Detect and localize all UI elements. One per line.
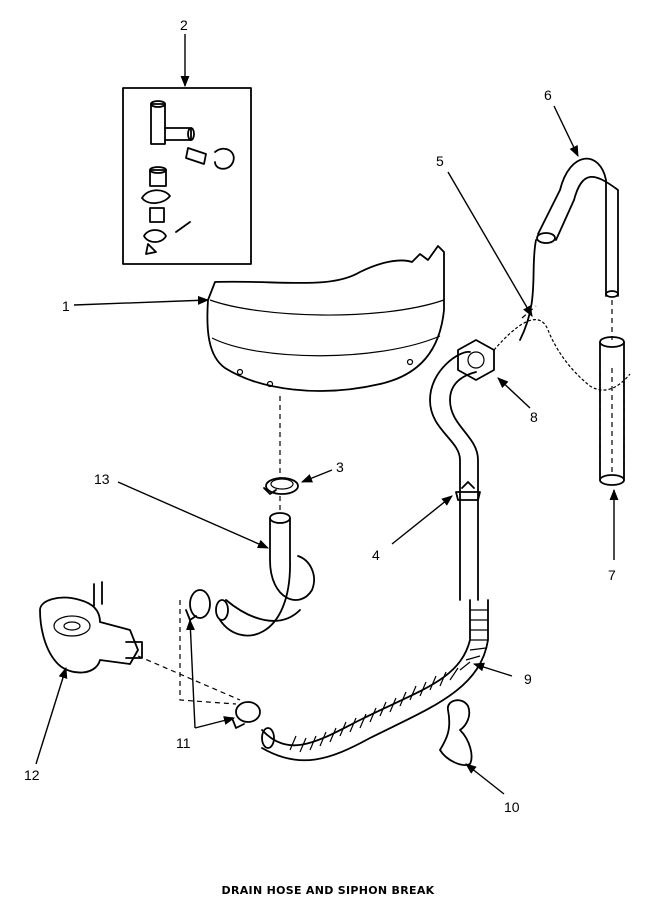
diagram-caption: DRAIN HOSE AND SIPHON BREAK bbox=[221, 884, 435, 897]
chain bbox=[493, 319, 631, 391]
callout-11: 11 bbox=[176, 735, 191, 751]
clamp-part-4 bbox=[455, 481, 481, 501]
callout-12: 12 bbox=[24, 767, 40, 783]
callout-5: 5 bbox=[436, 153, 444, 169]
tub-shroud bbox=[206, 245, 445, 392]
drain-pump bbox=[39, 581, 143, 674]
drain-hose-corrugated bbox=[261, 599, 489, 762]
tube-part-7 bbox=[599, 336, 625, 486]
hose-elbow bbox=[215, 512, 315, 637]
callout-7: 7 bbox=[608, 567, 616, 583]
callout-9: 9 bbox=[524, 671, 532, 687]
siphon-hose bbox=[519, 157, 619, 341]
callout-10: 10 bbox=[504, 799, 520, 815]
grommet-nut bbox=[457, 339, 495, 381]
callout-3: 3 bbox=[336, 459, 344, 475]
inset-kit-box bbox=[122, 87, 252, 265]
callout-1: 1 bbox=[62, 298, 70, 314]
callout-4: 4 bbox=[372, 547, 380, 563]
bracket-part-10 bbox=[439, 699, 473, 766]
callout-8: 8 bbox=[530, 409, 538, 425]
clamps-part-11 bbox=[185, 589, 261, 729]
drain-hose-upper bbox=[429, 351, 479, 601]
callout-6: 6 bbox=[544, 87, 552, 103]
callout-13: 13 bbox=[94, 471, 110, 487]
callout-2: 2 bbox=[180, 17, 188, 33]
clamp-part-3 bbox=[263, 477, 299, 495]
